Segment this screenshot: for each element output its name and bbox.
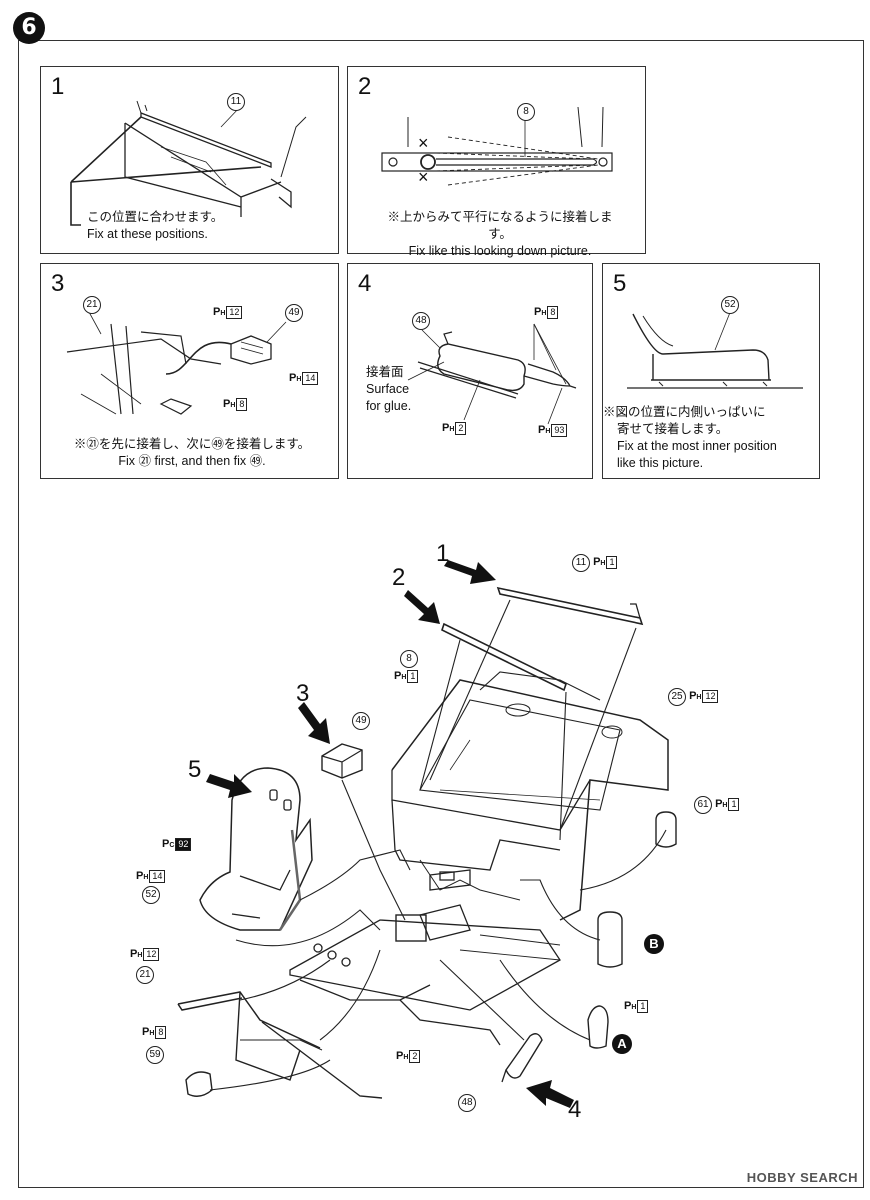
page-frame xyxy=(18,40,864,1188)
assembly-step-3: 3 xyxy=(296,680,310,707)
panel-5-drawing xyxy=(627,309,803,389)
panel-4-drawing xyxy=(407,323,577,425)
part-8-callout: 8 xyxy=(517,103,535,121)
cross-mark-top: × xyxy=(418,133,429,153)
step-badge: 6 xyxy=(13,12,45,44)
caption-jp-1: ※図の位置に内側いっぱいに xyxy=(603,405,766,419)
panel-number: 1 xyxy=(51,73,65,100)
panel-number: 2 xyxy=(358,73,372,100)
label-en-1: Surface xyxy=(366,382,410,396)
arrow-3 xyxy=(298,702,330,744)
arrow-1 xyxy=(444,560,496,584)
label-jp: 接着面 xyxy=(366,365,404,379)
panel-2-drawing xyxy=(381,106,613,186)
caption-jp: この位置に合わせます。 xyxy=(87,210,224,224)
paint-code: PH xyxy=(223,398,236,410)
panel-2-caption: ※上からみて平行になるように接着します。 Fix like this looki… xyxy=(380,209,620,260)
panel-3-caption: ※㉑を先に接着し、次に㊾を接着します。 Fix ㉑ first, and the… xyxy=(67,436,317,470)
panel-number: 5 xyxy=(613,270,627,297)
part-52-callout: 52 xyxy=(721,296,739,314)
arrow-5 xyxy=(206,774,252,798)
part-11-callout: 11 xyxy=(227,93,245,111)
panel-number: 3 xyxy=(51,270,65,297)
part-52-callout: 52 xyxy=(142,886,160,904)
part-49-callout: 49 xyxy=(285,304,303,322)
caption-en: Fix like this looking down picture. xyxy=(408,244,592,258)
part-49-callout: 49 xyxy=(352,712,370,730)
panel-2: 2 × × 8 ※上からみて平行になるように接着します。 Fix like th… xyxy=(347,66,646,258)
cross-mark-bottom: × xyxy=(418,167,429,187)
caption-jp: ※上からみて平行になるように接着します。 xyxy=(387,210,613,241)
assembly-step-1: 1 xyxy=(436,540,450,567)
paint-code: PH xyxy=(442,422,455,434)
assembly-step-5: 5 xyxy=(188,756,202,783)
mark-a: A xyxy=(612,1034,632,1054)
panel-3-drawing xyxy=(66,311,287,415)
watermark: HOBBY SEARCH xyxy=(746,1170,858,1185)
panel-1: 1 11 この位置に合わせます。 Fix at these positions. xyxy=(40,66,339,254)
assembly-step-4: 4 xyxy=(568,1096,582,1123)
part-48-callout: 48 xyxy=(412,312,430,330)
part-8-callout: 8 xyxy=(400,650,418,668)
panel-number: 4 xyxy=(358,270,372,297)
glue-surface-label: 接着面 Surface for glue. xyxy=(366,364,411,415)
paint-code: PH xyxy=(534,306,547,318)
caption-en: Fix at these positions. xyxy=(87,227,208,241)
caption-en-1: Fix at the most inner position xyxy=(617,439,777,453)
caption-en-2: like this picture. xyxy=(617,456,704,470)
paint-code: PH xyxy=(213,306,226,318)
panel-1-caption: この位置に合わせます。 Fix at these positions. xyxy=(87,209,223,243)
arrow-4 xyxy=(526,1080,574,1108)
panel-1-drawing xyxy=(70,100,307,226)
arrow-2 xyxy=(404,590,440,624)
part-21-callout: 21 xyxy=(136,966,154,984)
mark-b: B xyxy=(644,934,664,954)
caption-en: Fix ㉑ first, and then fix ㊾. xyxy=(118,454,266,468)
assembly-step-2: 2 xyxy=(392,564,406,591)
part-48-callout: 48 xyxy=(458,1094,476,1112)
paint-code: PH xyxy=(538,424,551,436)
panel-5: 5 52 ※図の位置に内側いっぱいに 寄せて接着します。 Fix at the … xyxy=(602,263,820,479)
caption-jp-2: 寄せて接着します。 xyxy=(617,422,729,436)
caption-jp: ※㉑を先に接着し、次に㊾を接着します。 xyxy=(73,437,311,451)
label-en-2: for glue. xyxy=(366,399,412,413)
part-21-callout: 21 xyxy=(83,296,101,314)
paint-code: PH xyxy=(289,372,302,384)
panel-5-caption: ※図の位置に内側いっぱいに 寄せて接着します。 Fix at the most … xyxy=(603,404,777,472)
part-59-callout: 59 xyxy=(146,1046,164,1064)
